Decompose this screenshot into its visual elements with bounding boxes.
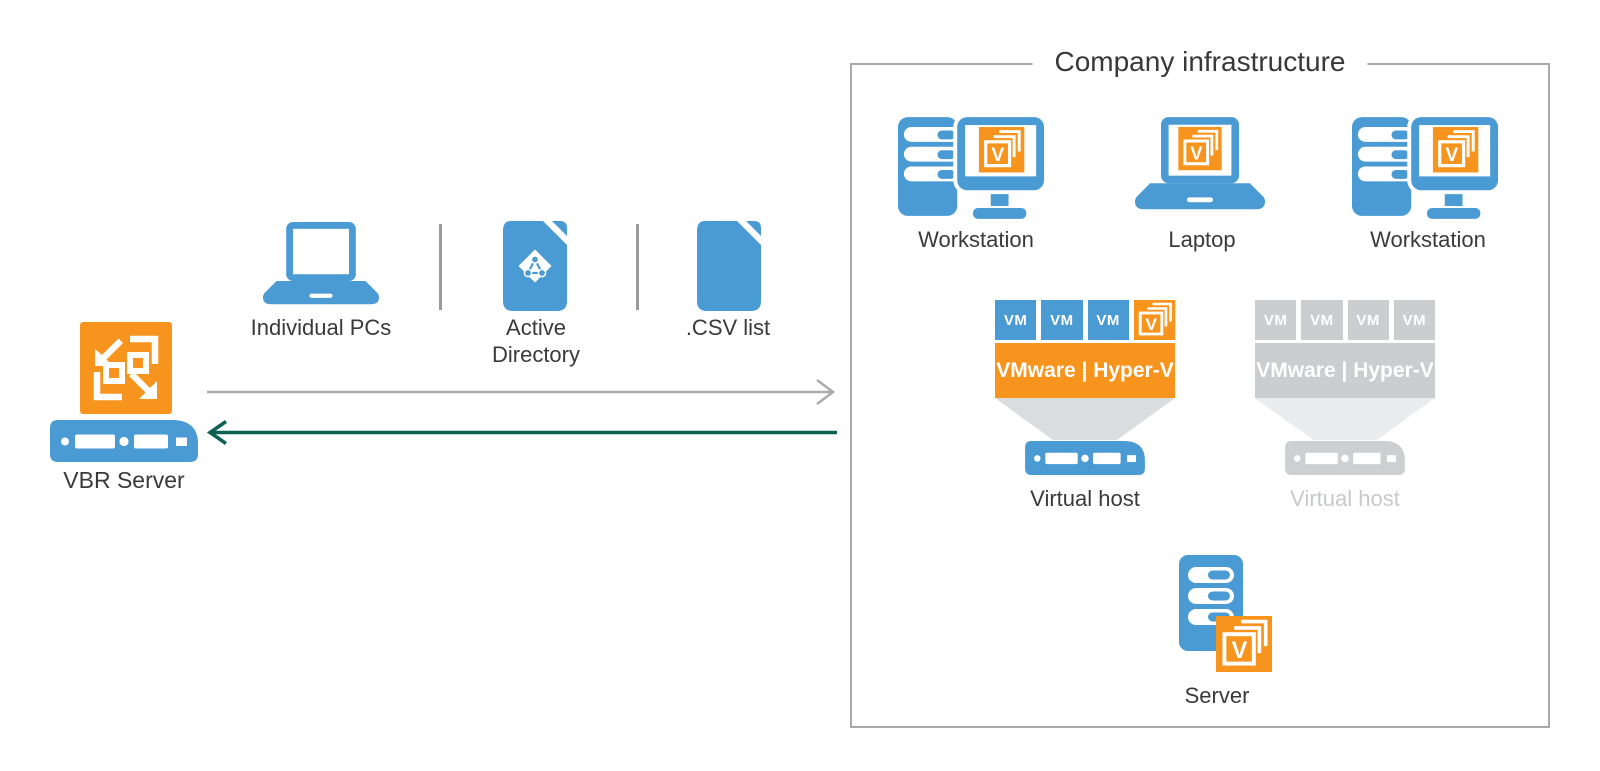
vm-tile: VM <box>1301 300 1343 340</box>
laptop-label: Laptop <box>1168 227 1236 252</box>
vm-tile: VM <box>1393 300 1435 340</box>
server-label: Server <box>1184 683 1250 708</box>
virtual-host-label: Virtual host <box>1290 486 1400 511</box>
vm-tile-row: VM VM VM <box>995 298 1177 342</box>
active-directory-icon <box>503 221 567 311</box>
company-infrastructure-title: Company infrastructure <box>1032 46 1368 78</box>
individual-pcs-laptop-icon <box>263 222 379 305</box>
funnel-shape <box>1255 398 1435 440</box>
laptop-icon <box>1135 117 1265 210</box>
veeam-agent-badge-icon <box>1214 614 1274 674</box>
workstation-icon <box>898 113 1048 222</box>
hypervisor-bar: VMware | Hyper-V <box>1255 343 1435 398</box>
virtual-host-inactive: VM VM VM VM VMware | Hyper-V Virtual hos… <box>1255 300 1435 512</box>
vm-tile: VM <box>1041 300 1083 340</box>
workstation-label: Workstation <box>918 227 1034 252</box>
csv-file-icon <box>697 221 761 311</box>
veeam-vm-badge-tile <box>1132 298 1177 342</box>
source-divider <box>636 224 639 310</box>
individual-pcs-label: Individual PCs <box>250 315 392 340</box>
company-infrastructure-box: Company infrastructure Workstation Lapto… <box>850 46 1550 728</box>
vm-tile: VM <box>1087 300 1129 340</box>
source-divider <box>439 224 442 310</box>
virtual-host-active: VM VM VM VMware | Hyper-V Virtual host <box>995 298 1177 512</box>
rack-server-icon <box>1285 441 1405 475</box>
vm-tile: VM <box>1255 300 1297 340</box>
active-directory-label: Active Directory <box>491 315 580 368</box>
veeam-vbr-icon <box>80 322 172 414</box>
arrow-left-icon <box>206 420 837 445</box>
workstation-icon <box>1352 113 1502 222</box>
csv-list-label: .CSV list <box>685 315 771 340</box>
funnel-shape <box>995 398 1175 440</box>
rack-server-icon <box>1025 441 1145 475</box>
arrow-right-icon <box>207 379 836 405</box>
virtual-host-label: Virtual host <box>1030 486 1140 511</box>
vbr-rack-server-icon <box>50 420 198 462</box>
vm-tile: VM <box>995 300 1037 340</box>
vbr-server-label: VBR Server <box>63 467 185 493</box>
hypervisor-bar: VMware | Hyper-V <box>995 343 1175 398</box>
workstation-label: Workstation <box>1370 227 1486 252</box>
vm-tile-row: VM VM VM VM <box>1255 300 1435 340</box>
vm-tile: VM <box>1347 300 1389 340</box>
